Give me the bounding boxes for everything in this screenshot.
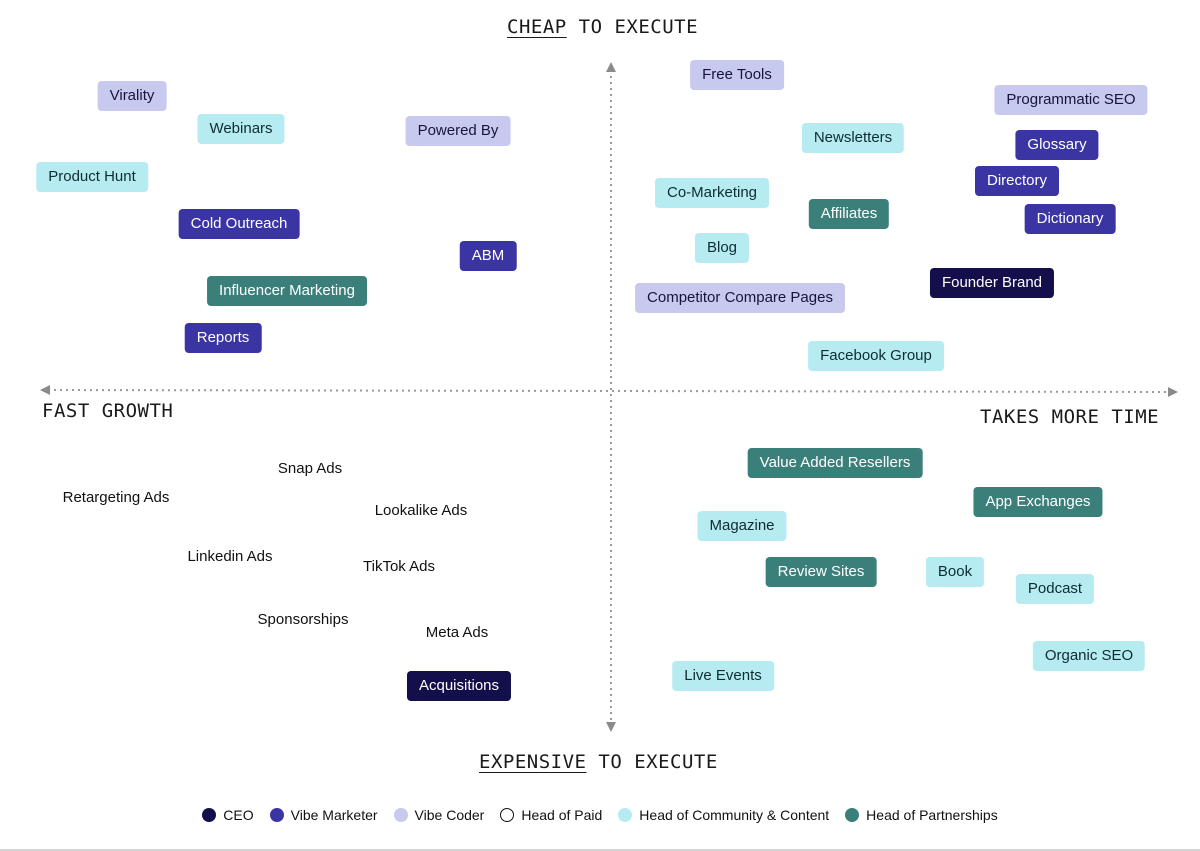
up-arrow-icon bbox=[606, 62, 616, 72]
legend-item-ceo: CEO bbox=[202, 807, 254, 823]
axis-top-emphasis: CHEAP bbox=[507, 16, 567, 38]
tactic-directory: Directory bbox=[974, 166, 1060, 196]
axis-bottom-rest: TO EXECUTE bbox=[586, 751, 718, 773]
tactic-cold-outreach: Cold Outreach bbox=[178, 209, 300, 239]
legend-label: Vibe Coder bbox=[414, 807, 485, 823]
tactic-retargeting-ads: Retargeting Ads bbox=[62, 489, 170, 506]
axis-label-bottom: EXPENSIVE TO EXECUTE bbox=[479, 751, 718, 773]
tactic-webinars: Webinars bbox=[197, 114, 285, 144]
legend-item-head-of-paid: Head of Paid bbox=[500, 807, 602, 823]
legend-dot-ceo bbox=[202, 808, 217, 822]
tactic-dictionary: Dictionary bbox=[1024, 204, 1116, 234]
tactic-podcast: Podcast bbox=[1015, 574, 1095, 604]
legend-item-vibe-marketer: Vibe Marketer bbox=[269, 807, 378, 823]
legend-label: Vibe Marketer bbox=[290, 807, 378, 823]
tactic-virality: Virality bbox=[97, 81, 167, 111]
axis-label-right: TAKES MORE TIME bbox=[980, 406, 1160, 428]
tactic-founder-brand: Founder Brand bbox=[929, 268, 1055, 298]
tactic-meta-ads: Meta Ads bbox=[425, 624, 489, 641]
down-arrow-icon bbox=[606, 722, 616, 732]
tactic-programmatic-seo: Programmatic SEO bbox=[994, 85, 1148, 115]
legend-dot-head-of-paid bbox=[500, 808, 515, 822]
tactic-facebook-group: Facebook Group bbox=[808, 341, 944, 371]
tactic-free-tools: Free Tools bbox=[690, 60, 784, 90]
legend-label: Head of Paid bbox=[521, 807, 603, 823]
axis-bottom-emphasis: EXPENSIVE bbox=[479, 751, 587, 773]
tactic-competitor-compare-pages: Competitor Compare Pages bbox=[635, 283, 845, 313]
legend: CEO Vibe Marketer Vibe Coder Head of Pai… bbox=[0, 803, 1200, 827]
tactic-co-marketing: Co-Marketing bbox=[654, 178, 770, 208]
axis-label-top: CHEAP TO EXECUTE bbox=[507, 16, 698, 38]
tactic-acquisitions: Acquisitions bbox=[406, 671, 512, 701]
tactic-magazine: Magazine bbox=[697, 511, 787, 541]
legend-label: Head of Partnerships bbox=[866, 807, 998, 823]
tactic-lookalike-ads: Lookalike Ads bbox=[374, 502, 468, 519]
tactic-reports: Reports bbox=[184, 323, 262, 353]
legend-item-head-of-partnerships: Head of Partnerships bbox=[845, 807, 998, 823]
legend-label: Head of Community & Content bbox=[639, 807, 830, 823]
legend-dot-head-of-partnerships bbox=[845, 808, 860, 822]
legend-dot-vibe-coder bbox=[393, 808, 408, 822]
bottom-rule bbox=[0, 849, 1200, 851]
tactic-newsletters: Newsletters bbox=[801, 123, 905, 153]
tactic-app-exchanges: App Exchanges bbox=[973, 487, 1103, 517]
axis-top-rest: TO EXECUTE bbox=[566, 16, 699, 38]
legend-dot-vibe-marketer bbox=[269, 808, 284, 822]
tactic-abm: ABM bbox=[459, 241, 517, 271]
legend-dot-head-of-community bbox=[618, 808, 633, 822]
tactic-affiliates: Affiliates bbox=[808, 199, 890, 229]
legend-item-head-of-community: Head of Community & Content bbox=[618, 807, 829, 823]
tactic-powered-by: Powered By bbox=[405, 116, 511, 146]
axis-label-left: FAST GROWTH bbox=[42, 400, 174, 422]
tactic-value-added-resellers: Value Added Resellers bbox=[747, 448, 923, 478]
tactic-live-events: Live Events bbox=[672, 661, 774, 691]
tactic-product-hunt: Product Hunt bbox=[36, 162, 148, 192]
horizontal-axis bbox=[47, 389, 1171, 393]
tactic-book: Book bbox=[925, 557, 985, 587]
tactic-organic-seo: Organic SEO bbox=[1032, 641, 1146, 671]
tactic-snap-ads: Snap Ads bbox=[277, 460, 343, 477]
tactic-glossary: Glossary bbox=[1015, 130, 1099, 160]
tactic-review-sites: Review Sites bbox=[765, 557, 877, 587]
tactic-blog: Blog bbox=[694, 233, 750, 263]
tactic-linkedin-ads: Linkedin Ads bbox=[187, 548, 273, 565]
tactic-sponsorships: Sponsorships bbox=[257, 611, 349, 628]
left-arrow-icon bbox=[40, 385, 50, 395]
legend-item-vibe-coder: Vibe Coder bbox=[393, 807, 485, 823]
tactic-influencer-marketing: Influencer Marketing bbox=[207, 276, 367, 306]
tactic-tiktok-ads: TikTok Ads bbox=[363, 558, 435, 575]
right-arrow-icon bbox=[1168, 387, 1178, 397]
legend-label: CEO bbox=[223, 807, 254, 823]
